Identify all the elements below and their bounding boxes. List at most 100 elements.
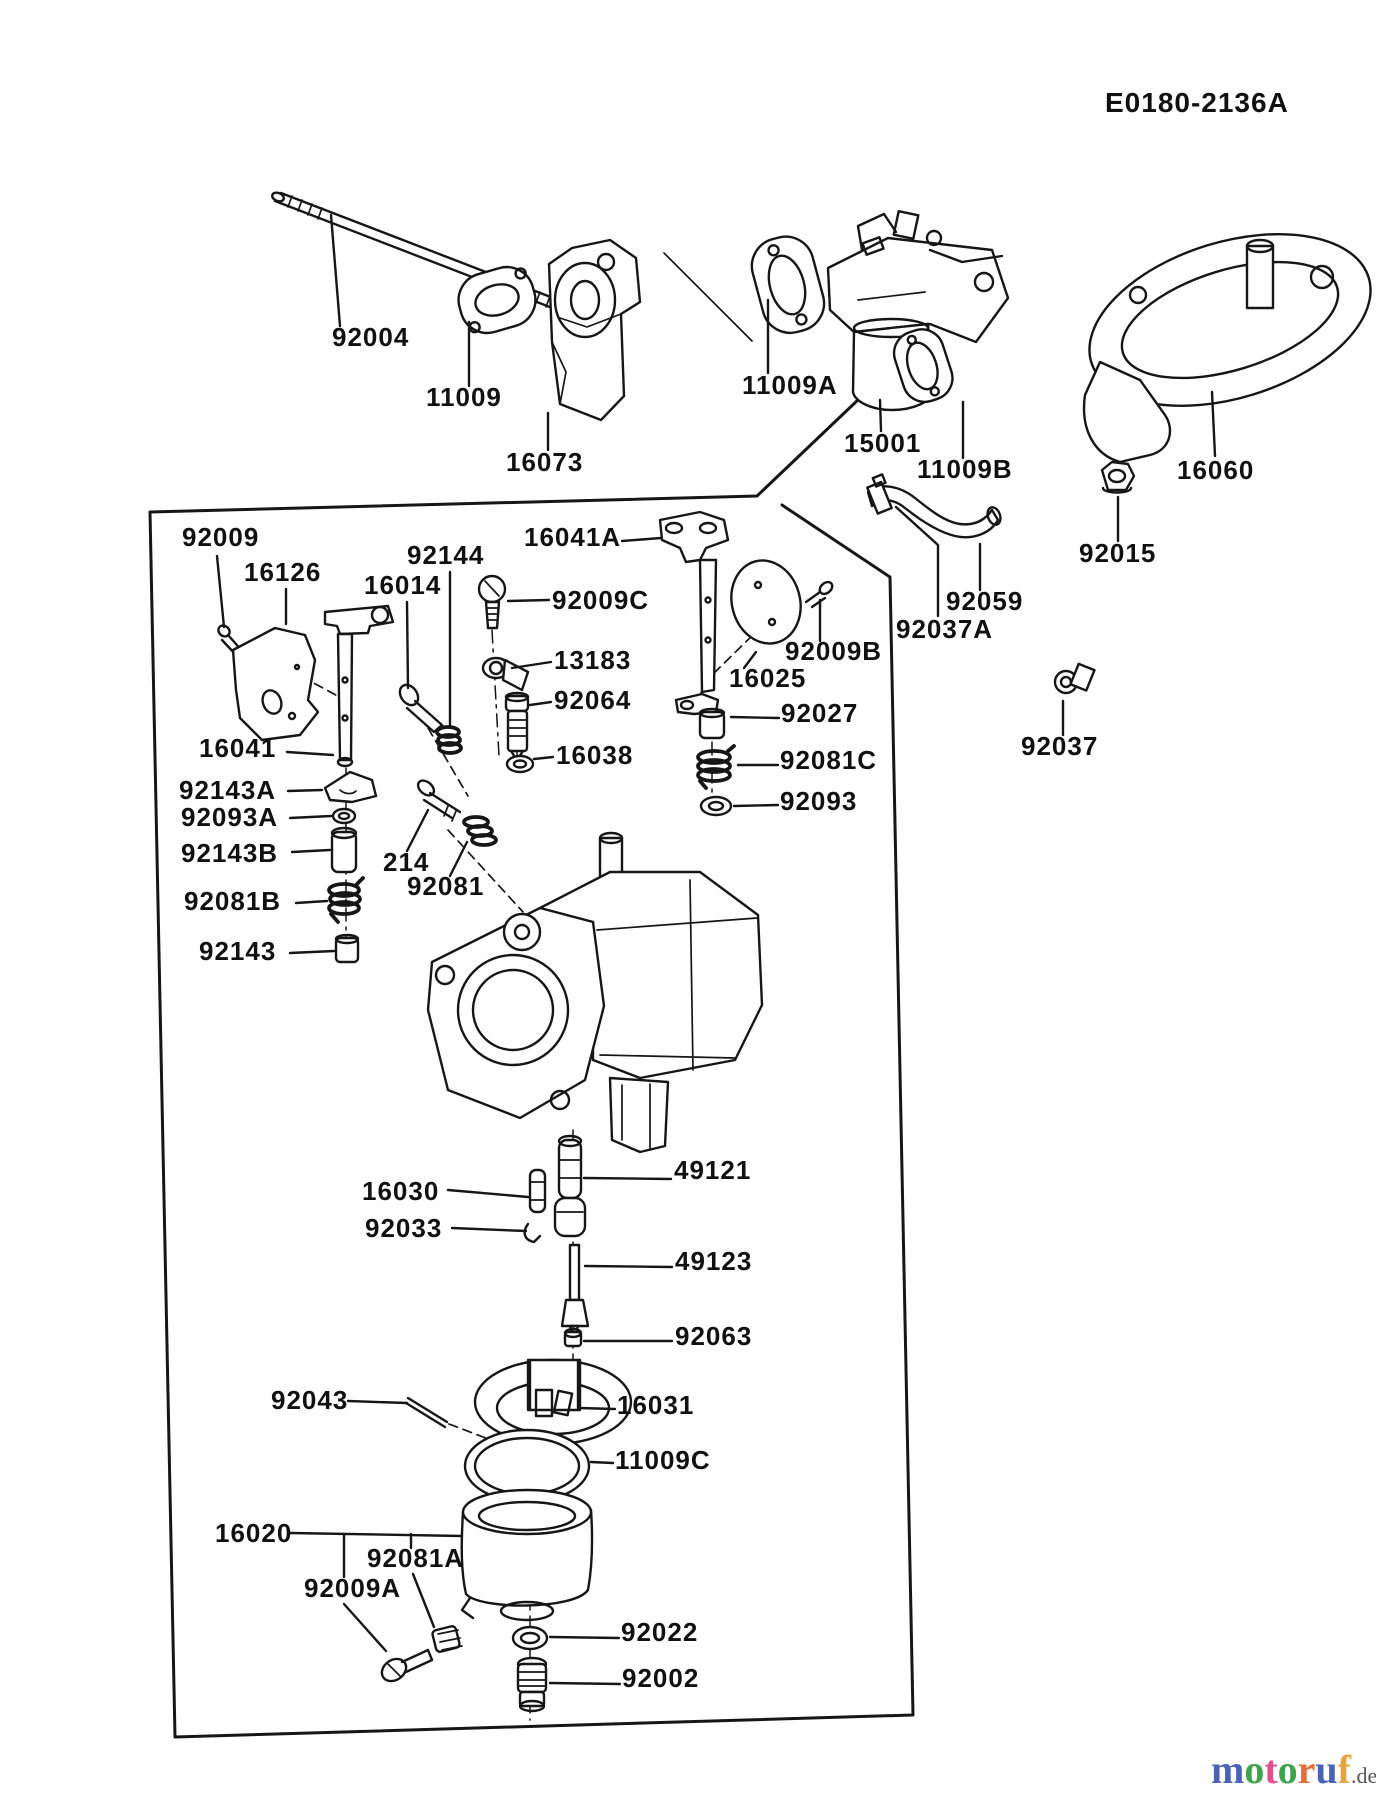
part-label-92081C: 92081C — [780, 745, 878, 775]
part-label-92043: 92043 — [271, 1385, 349, 1415]
part-label-16126: 16126 — [244, 557, 322, 587]
logo-suffix: .de — [1351, 1763, 1376, 1788]
part-label-16031: 16031 — [617, 1390, 695, 1420]
part-drawing-92081-spring — [462, 815, 498, 847]
part-drawing-92064-valve — [504, 691, 530, 762]
part-label-11009A: 11009A — [742, 370, 838, 400]
part-drawing-92004-stud — [271, 191, 591, 321]
part-label-92022: 92022 — [621, 1617, 699, 1647]
part-drawing-16041A-throttle-shaft — [658, 510, 730, 703]
part-label-16060: 16060 — [1177, 455, 1255, 485]
part-drawing-92037-clamp — [1053, 662, 1096, 695]
logo-letter: u — [1315, 1747, 1338, 1792]
part-label-16014: 16014 — [364, 570, 442, 600]
part-label-92059: 92059 — [946, 586, 1024, 616]
part-drawing-16025-throttle-plate — [730, 559, 802, 645]
logo-letter: t — [1264, 1747, 1278, 1792]
part-label-15001: 15001 — [844, 428, 922, 458]
alignment-line — [663, 252, 753, 342]
part-label-11009B: 11009B — [917, 454, 1013, 484]
part-drawing-16073-bracket — [547, 238, 642, 422]
part-label-92143A: 92143A — [179, 775, 277, 805]
part-drawing-16031-float — [473, 1358, 633, 1446]
part-label-92009: 92009 — [182, 522, 260, 552]
part-label-92009B: 92009B — [785, 636, 883, 666]
part-label-92143: 92143 — [199, 936, 277, 966]
part-drawing-16014-pin — [398, 683, 444, 734]
part-drawing-92093A-washer — [331, 807, 357, 825]
logo-letter: o — [1277, 1747, 1298, 1792]
part-label-16073: 16073 — [506, 447, 584, 477]
part-drawing-11009A-gasket — [750, 235, 826, 335]
part-label-11009C: 11009C — [615, 1445, 711, 1475]
part-drawing-214-screw — [416, 779, 462, 822]
detail-box-outline — [148, 396, 915, 1739]
part-drawing-92143A-plate — [323, 770, 378, 804]
part-drawing-92081B-spring — [327, 876, 365, 924]
part-label-92063: 92063 — [675, 1321, 753, 1351]
part-drawing-16020-float-bowl — [460, 1488, 594, 1622]
part-label-92143B: 92143B — [181, 838, 279, 868]
part-label-92033: 92033 — [365, 1213, 443, 1243]
part-drawing-92081A-spring — [431, 1625, 463, 1653]
part-label-16041A: 16041A — [524, 522, 622, 552]
part-drawing-92093-washer — [699, 795, 733, 817]
logo-letter: m — [1211, 1747, 1245, 1792]
part-drawing-92009A-screw — [380, 1648, 434, 1683]
part-drawing-92059-hose — [866, 485, 1002, 539]
motoruf-logo: motoruf.de — [1211, 1750, 1376, 1790]
part-label-92002: 92002 — [622, 1663, 700, 1693]
part-label-49121: 49121 — [674, 1155, 752, 1185]
part-drawing-92009C-screw — [477, 574, 507, 630]
part-drawing-92027-lever — [674, 692, 726, 740]
diagram-code: E0180-2136A — [1105, 87, 1289, 118]
part-label-92093A: 92093A — [181, 802, 279, 832]
part-label-92081A: 92081A — [367, 1543, 465, 1573]
part-drawing-92009B-screw — [804, 580, 834, 609]
part-drawing-92037A-clamp — [866, 473, 893, 515]
part-label-92015: 92015 — [1079, 538, 1157, 568]
part-drawing-92063-jet — [563, 1327, 583, 1348]
part-label-92027: 92027 — [781, 698, 859, 728]
part-drawing-carburetor-body — [426, 831, 764, 1154]
part-label-49123: 49123 — [675, 1246, 753, 1276]
part-label-16020: 16020 — [215, 1518, 293, 1548]
part-drawing-92043-float-pin — [404, 1396, 449, 1429]
logo-letter: o — [1244, 1747, 1265, 1792]
part-label-16038: 16038 — [556, 740, 634, 770]
logo-letter: r — [1297, 1747, 1316, 1792]
part-label-214: 214 — [383, 847, 430, 877]
part-label-92004: 92004 — [332, 322, 410, 352]
part-drawing-92015-nut — [1100, 460, 1136, 494]
part-label-92081B: 92081B — [184, 886, 282, 916]
logo-letter: f — [1337, 1747, 1351, 1792]
part-drawing-49123-needle — [560, 1243, 590, 1342]
part-label-11009: 11009 — [426, 382, 502, 412]
part-label-16030: 16030 — [362, 1176, 440, 1206]
part-label-92009C: 92009C — [552, 585, 650, 615]
part-drawing-13183-collar — [481, 656, 530, 692]
part-drawing-92144-spring — [435, 725, 463, 755]
part-drawing-16030-nozzle — [528, 1168, 547, 1214]
part-label-92093: 92093 — [780, 786, 858, 816]
part-drawing-11009-gasket — [457, 265, 537, 335]
part-drawing-92022-washer — [511, 1625, 549, 1651]
part-label-92037A: 92037A — [896, 614, 994, 644]
leader-lines — [215, 213, 1217, 1686]
part-drawing-92081C-spring — [696, 744, 736, 790]
part-drawing-92143-bushing — [334, 933, 360, 964]
part-label-92144: 92144 — [407, 540, 485, 570]
part-label-92081: 92081 — [407, 871, 485, 901]
part-drawing-92143B-bushing — [330, 826, 358, 874]
part-label-16041: 16041 — [199, 733, 277, 763]
part-drawing-49121-main-jet — [553, 1134, 587, 1238]
part-label-16025: 16025 — [729, 663, 807, 693]
part-drawing-16060-air-cleaner-case — [1082, 233, 1372, 464]
part-drawing-92002-drain-screw — [516, 1656, 548, 1713]
part-drawing-16126-plate — [231, 626, 320, 742]
part-drawing-16041-choke-shaft — [323, 604, 395, 768]
part-label-92064: 92064 — [554, 685, 632, 715]
part-drawing-16038-washer — [505, 754, 535, 774]
